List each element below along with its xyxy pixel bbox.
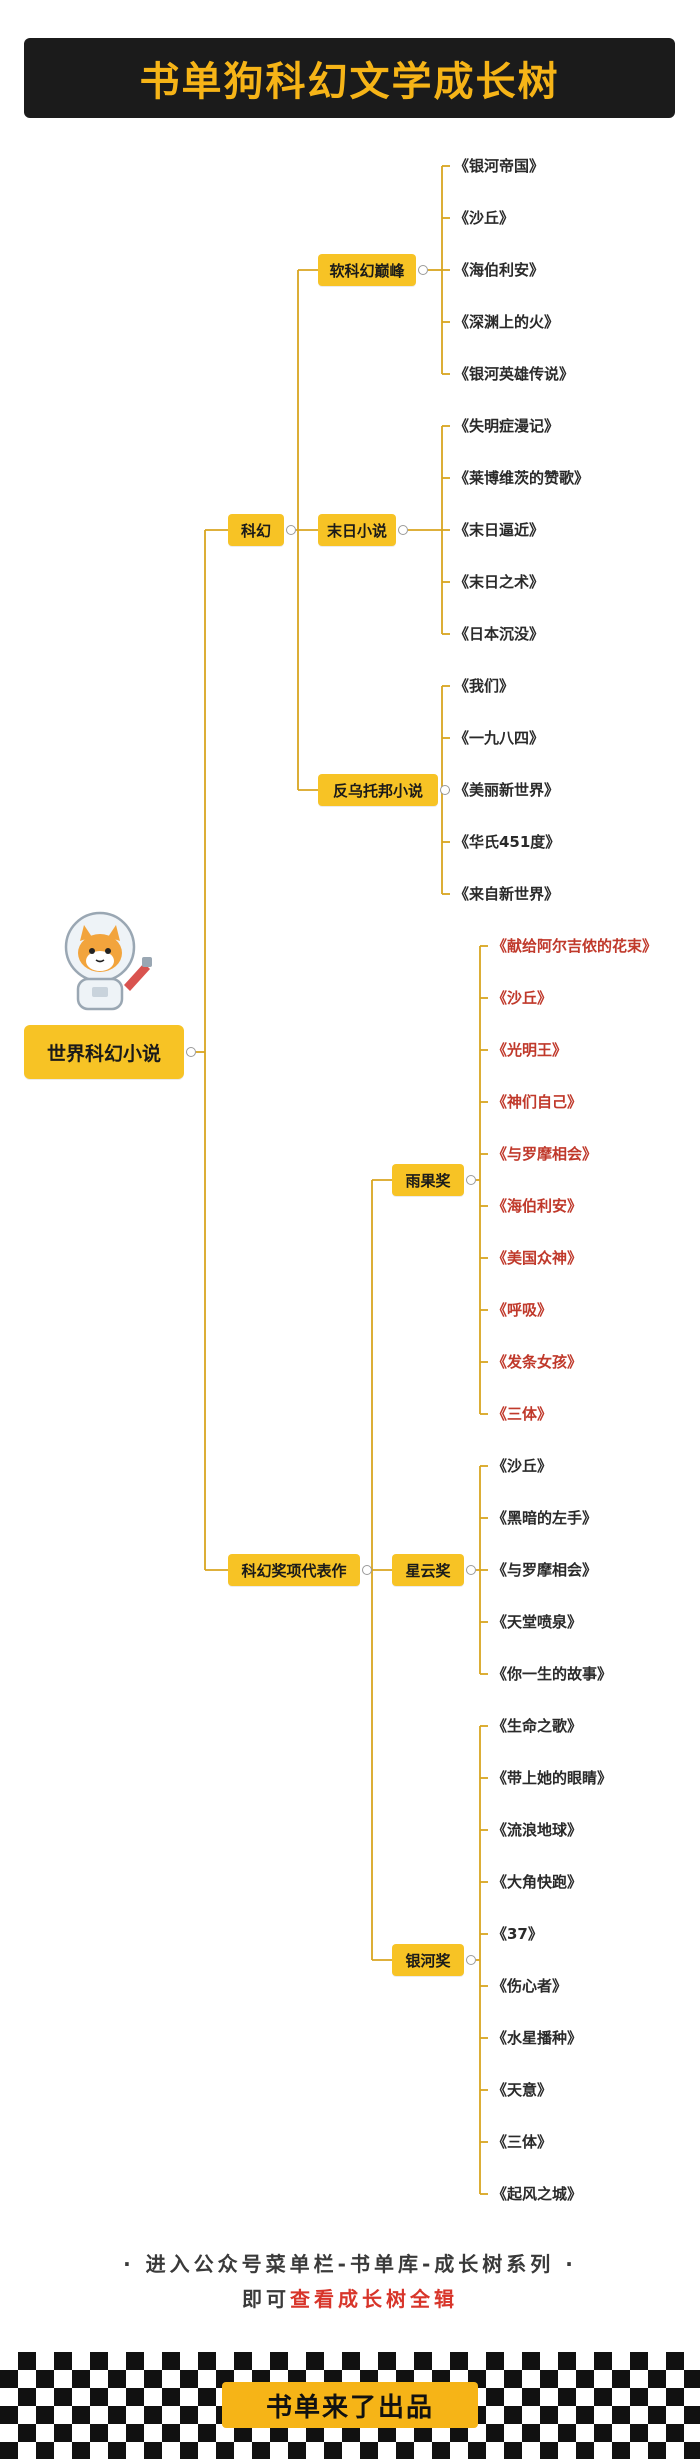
- leaf-item: 《我们》: [454, 677, 515, 695]
- group-node-2: 反乌托邦小说: [318, 774, 438, 806]
- footer-cta-prefix: 即可: [242, 2287, 290, 2311]
- group-connector-dot: [466, 1955, 476, 1965]
- leaf-item: 《天堂喷泉》: [492, 1613, 583, 1631]
- leaf-item: 《生命之歌》: [492, 1717, 583, 1735]
- group-node-2: 银河奖: [392, 1944, 464, 1976]
- publisher-badge: 书单来了出品: [222, 2382, 478, 2428]
- leaf-item: 《美国众神》: [492, 1249, 583, 1267]
- leaf-item: 《伤心者》: [492, 1977, 568, 1995]
- leaf-item: 《银河英雄传说》: [454, 365, 575, 383]
- leaf-item: 《银河帝国》: [454, 157, 545, 175]
- branch-connector-dot: [362, 1565, 372, 1575]
- group-connector-dot: [398, 525, 408, 535]
- leaf-item: 《沙丘》: [492, 989, 553, 1007]
- group-connector-dot: [466, 1175, 476, 1185]
- group-node-0: 软科幻巅峰: [318, 254, 416, 286]
- leaf-item: 《莱博维茨的赞歌》: [454, 469, 590, 487]
- leaf-item: 《美丽新世界》: [454, 781, 560, 799]
- leaf-item: 《日本沉没》: [454, 625, 545, 643]
- group-connector-dot: [418, 265, 428, 275]
- branch-node-1: 科幻奖项代表作: [228, 1554, 360, 1586]
- leaf-item: 《与罗摩相会》: [492, 1145, 598, 1163]
- leaf-item: 《大角快跑》: [492, 1873, 583, 1891]
- branch-node-0: 科幻: [228, 514, 284, 546]
- footer-cta: 即可查看成长树全辑: [0, 2283, 700, 2312]
- leaf-item: 《水星播种》: [492, 2029, 583, 2047]
- leaf-item: 《沙丘》: [454, 209, 515, 227]
- leaf-item: 《呼吸》: [492, 1301, 553, 1319]
- leaf-item: 《海伯利安》: [492, 1197, 583, 1215]
- leaf-item: 《天意》: [492, 2081, 553, 2099]
- astronaut-cat-icon: [52, 905, 162, 1019]
- page-title: 书单狗科幻文学成长树: [139, 59, 560, 105]
- leaf-item: 《你一生的故事》: [492, 1665, 613, 1683]
- leaf-item: 《海伯利安》: [454, 261, 545, 279]
- leaf-item: 《华氏451度》: [454, 833, 561, 851]
- leaf-item: 《来自新世界》: [454, 885, 560, 903]
- leaf-item: 《神们自己》: [492, 1093, 583, 1111]
- leaf-item: 《失明症漫记》: [454, 417, 560, 435]
- leaf-item: 《沙丘》: [492, 1457, 553, 1475]
- leaf-item: 《流浪地球》: [492, 1821, 583, 1839]
- leaf-item: 《末日之术》: [454, 573, 545, 591]
- leaf-item: 《发条女孩》: [492, 1353, 583, 1371]
- group-node-1: 星云奖: [392, 1554, 464, 1586]
- leaf-item: 《37》: [492, 1925, 543, 1943]
- footer-cta-highlight: 查看成长树全辑: [290, 2287, 458, 2311]
- leaf-item: 《带上她的眼睛》: [492, 1769, 613, 1787]
- group-connector-dot: [440, 785, 450, 795]
- group-node-1: 末日小说: [318, 514, 396, 546]
- leaf-item: 《三体》: [492, 2133, 553, 2151]
- leaf-item: 《黑暗的左手》: [492, 1509, 598, 1527]
- leaf-item: 《末日逼近》: [454, 521, 545, 539]
- leaf-item: 《三体》: [492, 1405, 553, 1423]
- leaf-item: 《献给阿尔吉侬的花束》: [492, 937, 658, 955]
- group-connector-dot: [466, 1565, 476, 1575]
- leaf-item: 《一九八四》: [454, 729, 545, 747]
- root-connector-dot: [186, 1047, 196, 1057]
- root-node: 世界科幻小说: [24, 1025, 184, 1079]
- group-node-0: 雨果奖: [392, 1164, 464, 1196]
- footer-instruction: · 进入公众号菜单栏-书单库-成长树系列 ·: [123, 2252, 577, 2276]
- branch-connector-dot: [286, 525, 296, 535]
- leaf-item: 《光明王》: [492, 1041, 568, 1059]
- title-banner: 书单狗科幻文学成长树: [24, 38, 675, 118]
- leaf-item: 《与罗摩相会》: [492, 1561, 598, 1579]
- leaf-item: 《深渊上的火》: [454, 313, 560, 331]
- leaf-item: 《起风之城》: [492, 2185, 583, 2203]
